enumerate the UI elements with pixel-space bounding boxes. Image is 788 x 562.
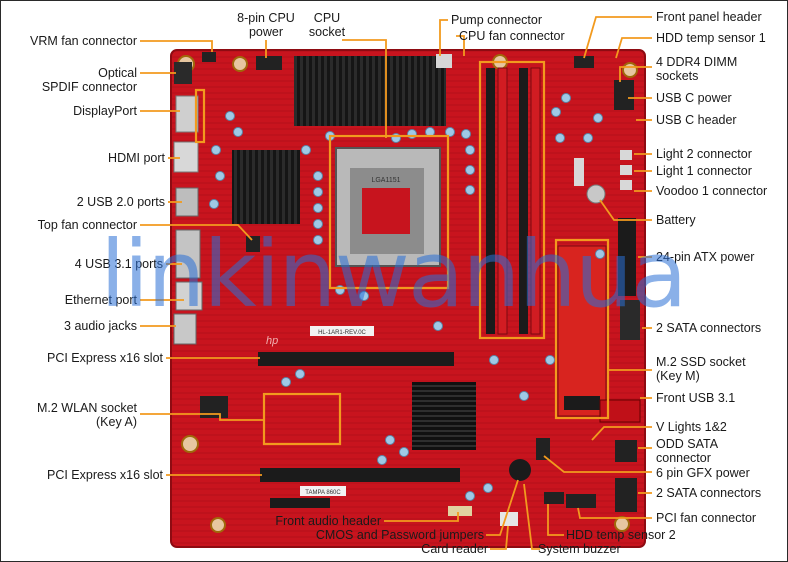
label-usbc-power: USB C power xyxy=(656,91,732,105)
pcie-slots xyxy=(258,352,460,508)
label-cpu-socket-1: CPU xyxy=(314,11,340,25)
label-front-usb31: Front USB 3.1 xyxy=(656,391,735,405)
label-m2-ssd-key: (Key M) xyxy=(656,369,700,383)
m2-ssd-slot xyxy=(557,245,607,417)
vrm-heatsinks xyxy=(232,56,446,224)
label-cpu-fan-connector: CPU fan connector xyxy=(459,29,565,43)
label-displayport: DisplayPort xyxy=(73,104,137,118)
label-usbc-header: USB C header xyxy=(656,113,737,127)
label-sata-connectors-top: 2 SATA connectors xyxy=(656,321,761,335)
label-pcie-slot-2: PCI Express x16 slot xyxy=(47,468,164,482)
label-battery: Battery xyxy=(656,213,696,227)
label-hdd-temp-sensor-1: HDD temp sensor 1 xyxy=(656,31,766,45)
label-atx-24pin-power: 24-pin ATX power xyxy=(656,250,754,264)
atx-24pin-connector xyxy=(618,218,636,296)
cpu-socket-label: LGA1151 xyxy=(371,177,400,184)
label-hdd-temp-sensor-2: HDD temp sensor 2 xyxy=(566,528,676,542)
label-spdif-connector: SPDIF connector xyxy=(42,80,137,94)
leader-lines xyxy=(140,16,652,550)
board-sticker: TAMPA 860C xyxy=(305,490,341,496)
label-ddr4-dimm-1: 4 DDR4 DIMM xyxy=(656,55,737,69)
label-cpu-power-2: power xyxy=(249,25,283,39)
label-m2-ssd-socket: M.2 SSD socket xyxy=(656,355,746,369)
label-6pin-gfx-power: 6 pin GFX power xyxy=(656,466,750,480)
board-components: HL-1AR1-REV.0C TAMPA 860C hp xyxy=(200,52,641,526)
board-silk-label: HL-1AR1-REV.0C xyxy=(318,330,366,336)
label-light-2-connector: Light 2 connector xyxy=(656,147,752,161)
label-cpu-power-1: 8-pin CPU xyxy=(237,11,295,25)
label-card-reader: Card reader xyxy=(421,542,488,556)
label-odd-sata-1: ODD SATA xyxy=(656,437,719,451)
label-v-lights: V Lights 1&2 xyxy=(656,420,727,434)
label-system-buzzer: System buzzer xyxy=(538,542,621,556)
label-pump-connector: Pump connector xyxy=(451,13,542,27)
hp-logo-mark: hp xyxy=(266,335,278,347)
label-ddr4-dimm-2: sockets xyxy=(656,69,698,83)
rear-io xyxy=(173,62,203,345)
label-cpu-socket-2: socket xyxy=(309,25,346,39)
capacitors xyxy=(209,93,605,501)
label-voodoo-1-connector: Voodoo 1 connector xyxy=(656,184,767,198)
label-audio-jacks: 3 audio jacks xyxy=(64,319,137,333)
label-usb20-ports: 2 USB 2.0 ports xyxy=(77,195,165,209)
label-cmos-jumpers: CMOS and Password jumpers xyxy=(316,528,484,542)
label-odd-sata-2: connector xyxy=(656,451,711,465)
label-m2-wlan-socket: M.2 WLAN socket xyxy=(37,401,138,415)
label-usb31-ports: 4 USB 3.1 ports xyxy=(75,257,163,271)
label-pcie-slot-1: PCI Express x16 slot xyxy=(47,351,164,365)
label-m2-wlan-key: (Key A) xyxy=(96,415,137,429)
label-hdmi-port: HDMI port xyxy=(108,151,165,165)
label-front-audio-header: Front audio header xyxy=(275,514,381,528)
callout-boxes xyxy=(194,60,610,446)
label-pci-fan-connector: PCI fan connector xyxy=(656,511,756,525)
dimm-slots xyxy=(486,67,541,335)
watermark-text: linkinwanhua xyxy=(100,221,686,328)
label-vrm-fan-connector: VRM fan connector xyxy=(30,34,137,48)
label-top-fan-connector: Top fan connector xyxy=(38,218,137,232)
cpu-socket: LGA1151 xyxy=(335,147,441,267)
label-light-1-connector: Light 1 connector xyxy=(656,164,752,178)
label-ethernet-port: Ethernet port xyxy=(65,293,138,307)
chipset-heatsink xyxy=(412,382,476,450)
label-optical: Optical xyxy=(98,66,137,80)
label-sata-connectors-bottom: 2 SATA connectors xyxy=(656,486,761,500)
label-front-panel-header: Front panel header xyxy=(656,10,762,24)
